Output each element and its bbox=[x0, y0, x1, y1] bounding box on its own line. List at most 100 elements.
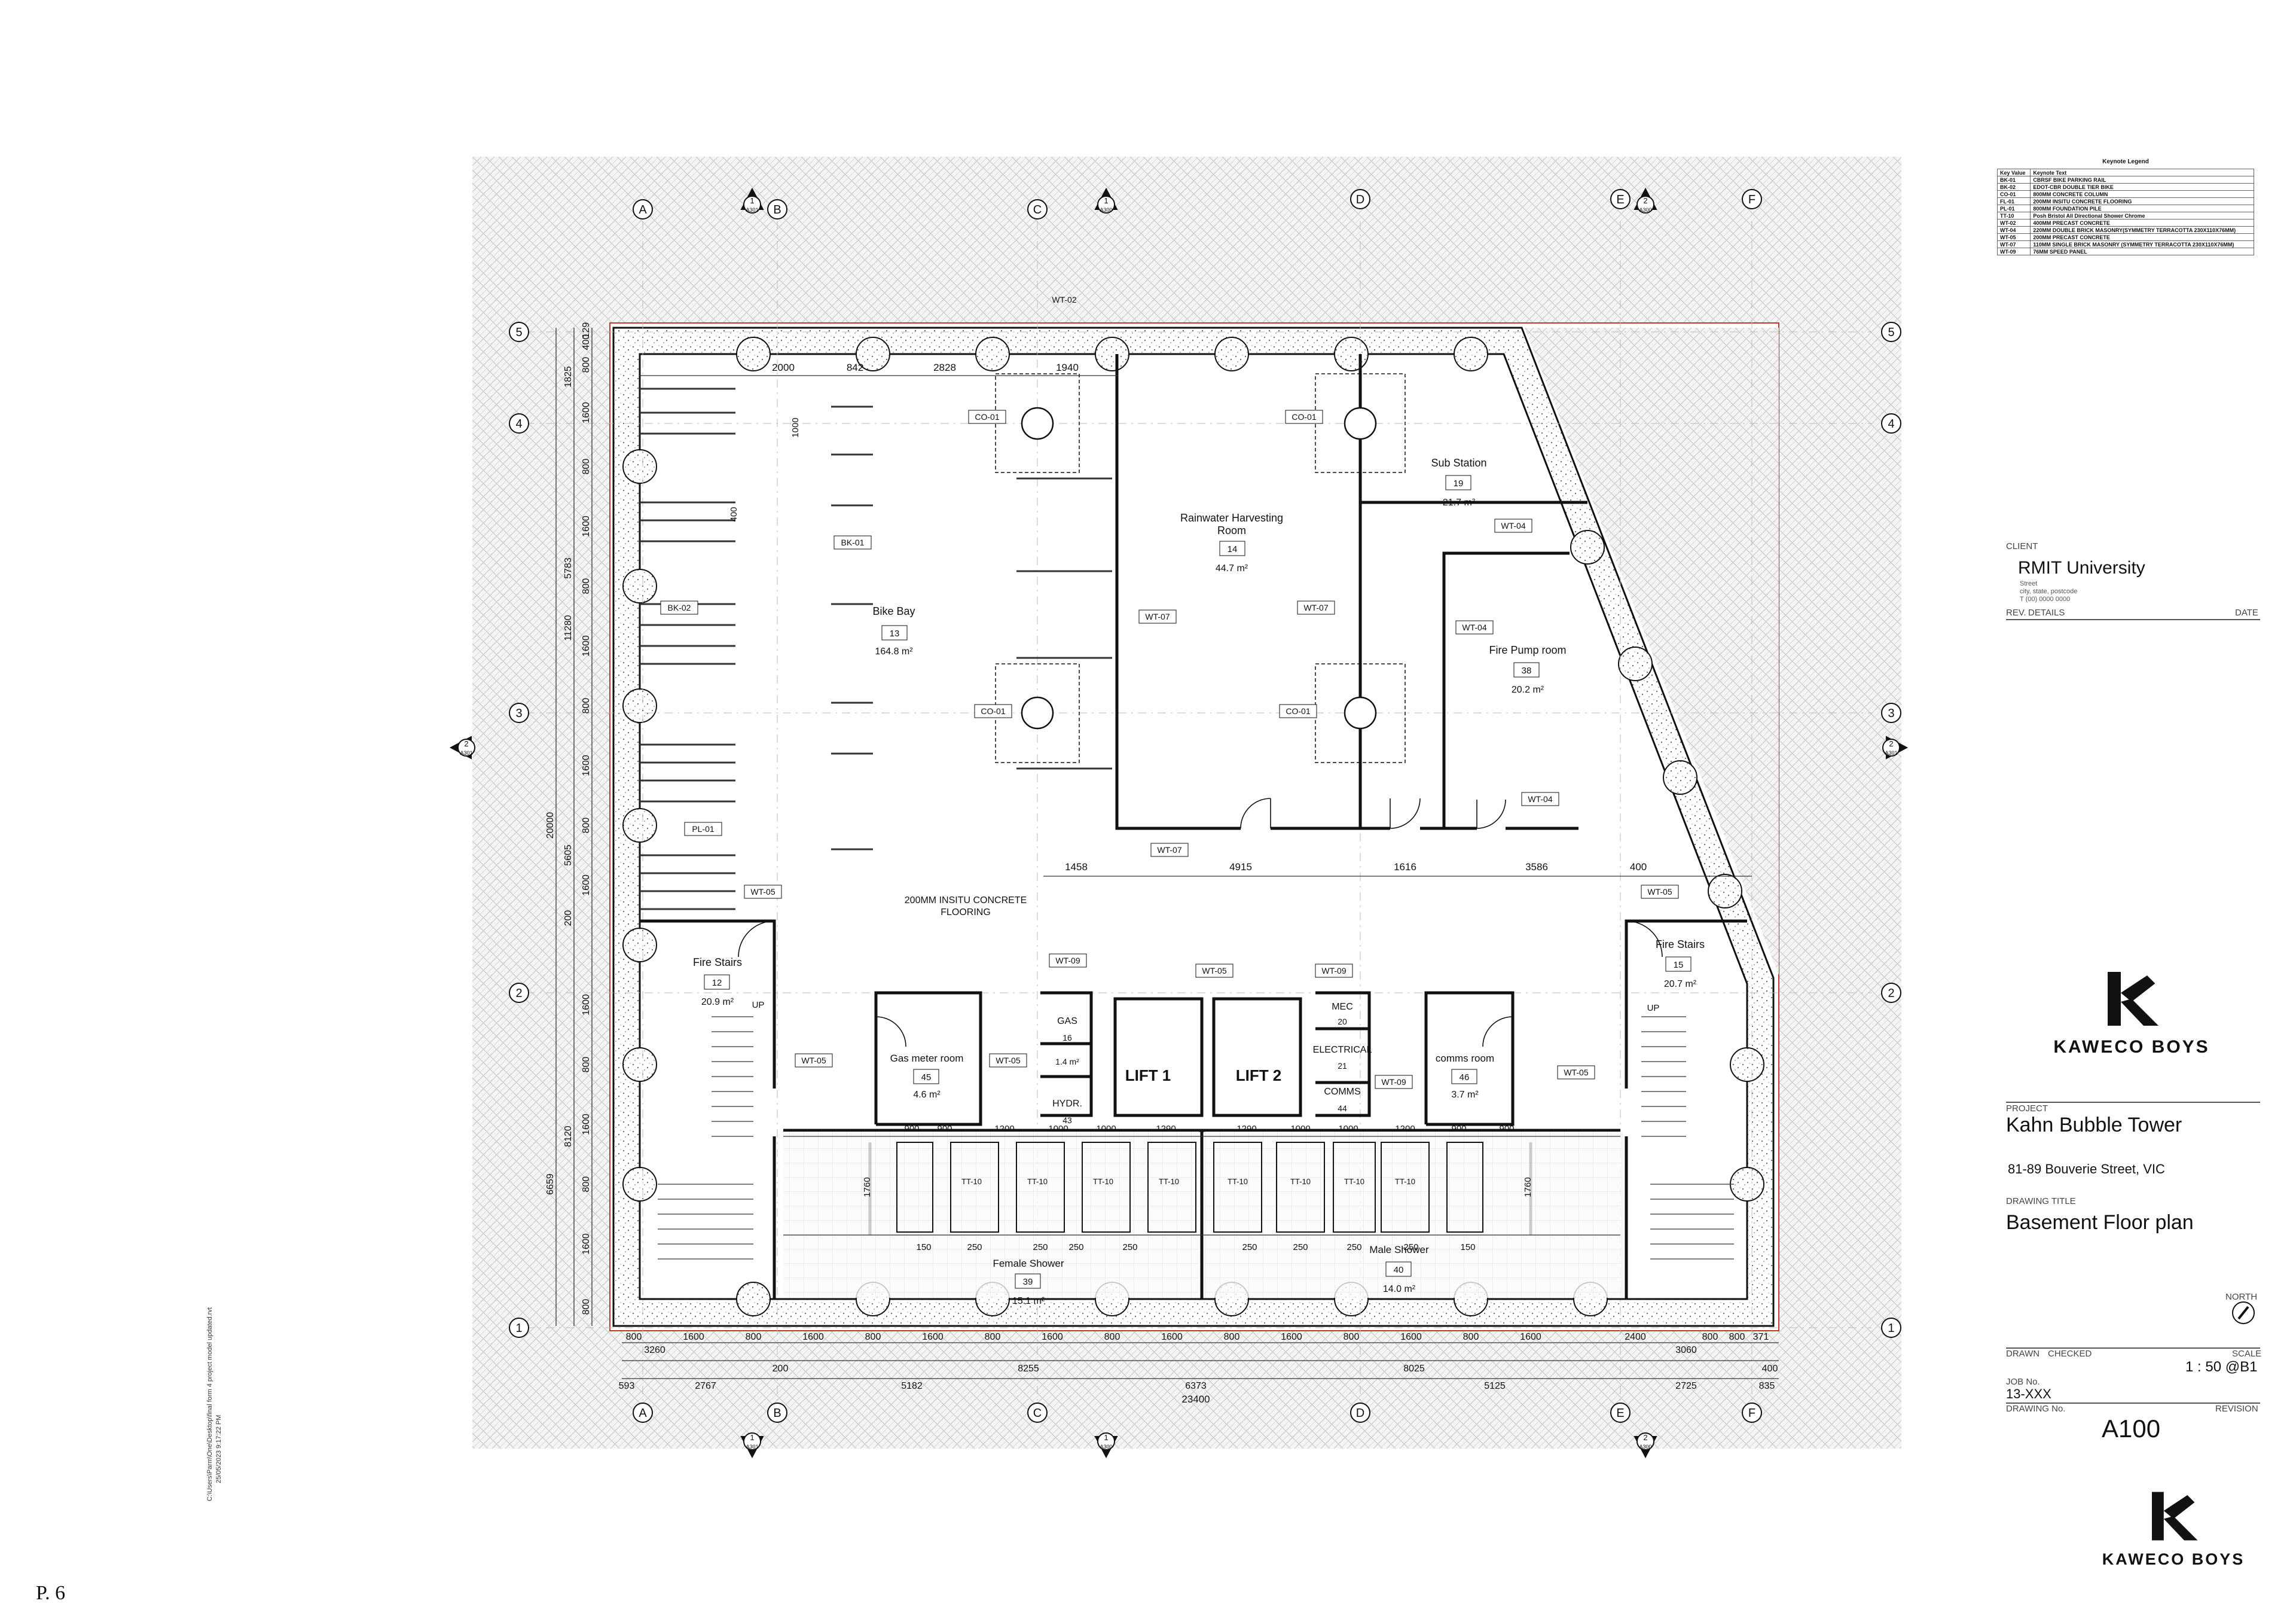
svg-text:WT-05: WT-05 bbox=[1564, 1068, 1588, 1077]
checked-label: CHECKED bbox=[2048, 1349, 2092, 1359]
door-swings bbox=[738, 798, 1663, 1047]
svg-text:835: 835 bbox=[1759, 1381, 1775, 1391]
svg-text:6659: 6659 bbox=[545, 1173, 555, 1195]
svg-text:Fire Pump room: Fire Pump room bbox=[1489, 644, 1566, 656]
svg-text:800: 800 bbox=[581, 459, 591, 475]
svg-text:38: 38 bbox=[1522, 666, 1532, 676]
svg-text:1600: 1600 bbox=[581, 402, 591, 423]
svg-text:400: 400 bbox=[1762, 1364, 1778, 1374]
svg-text:1458: 1458 bbox=[1065, 861, 1088, 873]
svg-text:1.4 m²: 1.4 m² bbox=[1055, 1057, 1079, 1066]
section-marker-num: 2 bbox=[1643, 196, 1647, 205]
svg-text:WT-07: WT-07 bbox=[1157, 845, 1181, 855]
section-marker-num: 1 bbox=[1104, 196, 1108, 205]
dims-bottom-total: 23400 bbox=[1181, 1394, 1210, 1405]
svg-text:3.7 m²: 3.7 m² bbox=[1451, 1090, 1479, 1100]
svg-text:WT-04: WT-04 bbox=[1501, 521, 1525, 530]
svg-text:1000: 1000 bbox=[1338, 1124, 1358, 1134]
svg-text:45: 45 bbox=[921, 1072, 932, 1083]
svg-text:4.6 m²: 4.6 m² bbox=[913, 1090, 941, 1100]
svg-text:900: 900 bbox=[904, 1124, 919, 1134]
svg-text:5182: 5182 bbox=[901, 1381, 923, 1391]
brand-name-bottom: KAWECO BOYS bbox=[2102, 1550, 2245, 1568]
svg-text:BK-01: BK-01 bbox=[841, 538, 865, 547]
svg-text:3060: 3060 bbox=[1675, 1345, 1697, 1355]
svg-text:WT-07: WT-07 bbox=[1145, 612, 1170, 621]
svg-text:WT-09: WT-09 bbox=[1321, 966, 1346, 975]
svg-text:1616: 1616 bbox=[1394, 861, 1416, 873]
svg-text:1600: 1600 bbox=[1520, 1332, 1541, 1342]
svg-text:800: 800 bbox=[1224, 1332, 1240, 1342]
svg-text:800: 800 bbox=[985, 1332, 1001, 1342]
svg-text:200: 200 bbox=[773, 1364, 789, 1374]
svg-text:8025: 8025 bbox=[1403, 1364, 1425, 1374]
section-marker-sheet: A301 bbox=[746, 207, 758, 213]
room-electrical: ELECTRICAL 21 bbox=[1313, 1045, 1372, 1071]
dims-top: 2000 842 2828 1940 bbox=[772, 362, 1079, 373]
svg-text:800: 800 bbox=[1104, 1332, 1120, 1342]
svg-text:Rainwater Harvesting: Rainwater Harvesting bbox=[1180, 512, 1283, 524]
section-marker-sheet: A300 bbox=[1639, 1444, 1651, 1450]
svg-text:6373: 6373 bbox=[1185, 1381, 1207, 1391]
svg-text:150: 150 bbox=[1460, 1242, 1475, 1252]
svg-text:5783: 5783 bbox=[563, 557, 573, 579]
svg-text:400: 400 bbox=[1630, 861, 1647, 873]
kaweco-logo-icon bbox=[2152, 1492, 2198, 1541]
svg-text:TT-10: TT-10 bbox=[1093, 1177, 1113, 1186]
file-path-note: C:\Users\Parm\One\Desktop\final form 4 p… bbox=[206, 1307, 213, 1501]
details-label: DETAILS bbox=[2028, 608, 2065, 618]
svg-text:250: 250 bbox=[1122, 1242, 1137, 1252]
svg-text:129: 129 bbox=[581, 322, 591, 339]
grid-label-a-bottom: A bbox=[639, 1407, 647, 1420]
section-marker-sheet: A300 bbox=[1639, 207, 1651, 213]
svg-text:593: 593 bbox=[619, 1381, 635, 1391]
dims-bottom-row3: 593 2767 5182 8255 8025 5125 2725 835 bbox=[619, 1364, 1775, 1391]
revision-label: REVISION bbox=[2215, 1404, 2258, 1414]
section-marker-sheet: A300 bbox=[1100, 1444, 1112, 1450]
svg-text:comms room: comms room bbox=[1436, 1053, 1494, 1064]
grid-label-4-left: 4 bbox=[515, 417, 522, 431]
svg-text:250: 250 bbox=[1242, 1242, 1257, 1252]
dims-wc: 900 900 1200 1000 1000 1290 1290 1000 10… bbox=[904, 1124, 1514, 1134]
svg-text:1600: 1600 bbox=[1281, 1332, 1302, 1342]
svg-text:800: 800 bbox=[746, 1332, 762, 1342]
svg-text:Sub Station: Sub Station bbox=[1431, 457, 1486, 469]
grid-label-a-top: A bbox=[639, 203, 647, 217]
svg-text:371: 371 bbox=[1753, 1332, 1769, 1342]
stair-up-left: UP bbox=[752, 1000, 765, 1010]
svg-text:CO-01: CO-01 bbox=[1292, 412, 1316, 422]
dims-wc-bottom: 150 250 250 250 250 250 250 250 250 150 bbox=[916, 1242, 1475, 1252]
room-bike-bay: Bike Bay 13 164.8 m² bbox=[872, 605, 915, 657]
floor-note-line2: FLOORING bbox=[941, 907, 991, 917]
svg-text:1600: 1600 bbox=[581, 1233, 591, 1255]
svg-text:WT-05: WT-05 bbox=[750, 887, 775, 897]
svg-text:1000: 1000 bbox=[1048, 1124, 1068, 1134]
svg-text:1000: 1000 bbox=[1290, 1124, 1310, 1134]
svg-text:14.0 m²: 14.0 m² bbox=[1383, 1284, 1416, 1294]
section-marker-num: 1 bbox=[1104, 1433, 1108, 1442]
project-address: 81-89 Bouverie Street, VIC bbox=[2008, 1161, 2165, 1176]
dim-400: 400 bbox=[729, 507, 739, 522]
keynote-legend: Keynote Legend Key Value Keynote Text BK… bbox=[1996, 158, 2254, 255]
svg-text:ELECTRICAL: ELECTRICAL bbox=[1313, 1045, 1372, 1055]
room-sub-station: Sub Station 19 21.7 m² bbox=[1431, 457, 1486, 508]
room-comms-room: comms room 46 3.7 m² bbox=[1436, 1053, 1494, 1100]
grid-label-e-top: E bbox=[1616, 193, 1624, 206]
svg-text:44: 44 bbox=[1338, 1103, 1347, 1113]
svg-text:5605: 5605 bbox=[563, 844, 573, 866]
section-marker-num: 2 bbox=[1643, 1433, 1647, 1442]
svg-text:WT-05: WT-05 bbox=[801, 1056, 826, 1065]
keynote-header-text: Keynote Text bbox=[2030, 169, 2254, 176]
room-female-shower: Female Shower 39 15.1 m² bbox=[993, 1258, 1064, 1306]
svg-text:8120: 8120 bbox=[563, 1126, 573, 1147]
svg-text:TT-10: TT-10 bbox=[1290, 1177, 1311, 1186]
scale-label: SCALE bbox=[2232, 1349, 2262, 1359]
section-marker-num: 2 bbox=[464, 739, 468, 748]
stair-up-right: UP bbox=[1647, 1003, 1660, 1013]
svg-text:WT-09: WT-09 bbox=[1381, 1077, 1406, 1087]
svg-text:Female Shower: Female Shower bbox=[993, 1258, 1064, 1269]
